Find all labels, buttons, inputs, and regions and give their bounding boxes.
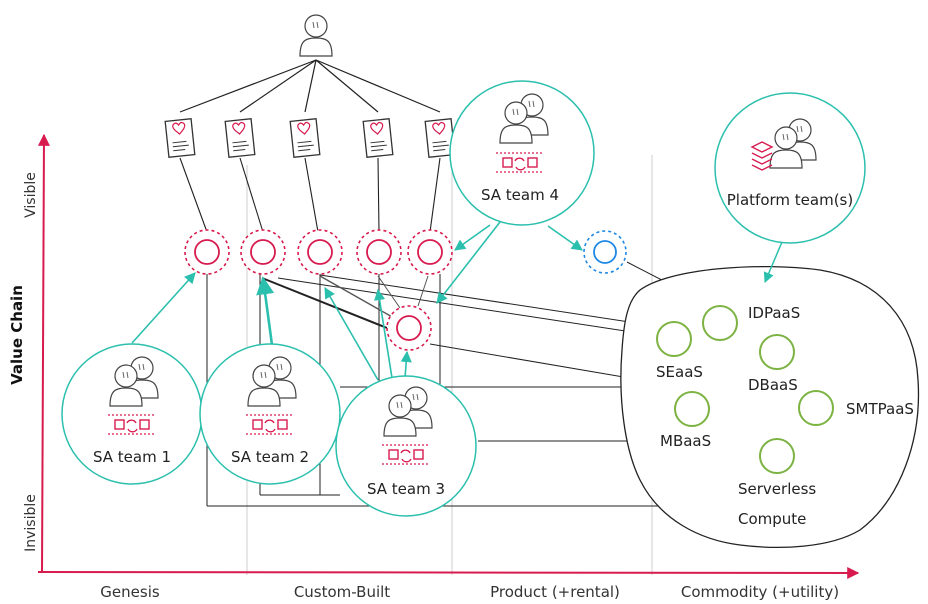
serverless-label: Serverless (738, 480, 816, 498)
platform-cloud (620, 265, 920, 548)
sa-team-4-label: SA team 4 (481, 186, 559, 204)
document-icon-1 (164, 118, 196, 158)
sa-team-1: SA team 1 (61, 343, 203, 485)
dbaas-node (759, 334, 795, 370)
x-axis (37, 566, 860, 579)
mbaas-label: MBaaS (660, 432, 711, 450)
dbaas-label: DBaaS (748, 376, 798, 394)
sa-team-3-label: SA team 3 (367, 480, 445, 498)
document-icon-4 (362, 118, 394, 158)
component-2 (240, 229, 286, 275)
customer-icon (299, 14, 333, 57)
smtpaas-node (798, 390, 834, 426)
platform-services (656, 305, 834, 474)
component-5 (407, 229, 453, 275)
sa-team-3: SA team 3 (335, 375, 477, 517)
seaas-node (656, 321, 692, 357)
component-shared (386, 305, 432, 351)
axes (37, 133, 860, 579)
axis-y-title: Value Chain (8, 285, 26, 385)
component-new (583, 230, 627, 274)
sa-team-2-label: SA team 2 (231, 448, 309, 466)
stage-custom-built: Custom-Built (294, 583, 390, 601)
smtpaas-label: SMTPaaS (846, 400, 914, 418)
components (184, 229, 627, 351)
sa-team-1-label: SA team 1 (93, 448, 171, 466)
seaas-label: SEaaS (656, 363, 703, 381)
sa-team-2: SA team 2 (199, 343, 341, 485)
document-icon-3 (289, 118, 321, 158)
doc-component-links (179, 157, 441, 233)
team-arrows (131, 221, 583, 381)
document-icon-2 (224, 118, 256, 158)
compute-label: Compute (738, 510, 806, 528)
sa-team-4: SA team 4 (449, 80, 595, 226)
stage-genesis: Genesis (100, 583, 160, 601)
serverless-node (759, 438, 795, 474)
component-1 (184, 229, 230, 275)
platform-team-icon (750, 118, 817, 171)
component-4 (356, 229, 402, 275)
axis-y-visible: Visible (23, 172, 39, 218)
stage-product: Product (+rental) (490, 583, 620, 601)
axis-y-invisible: Invisible (23, 494, 39, 552)
mbaas-node (674, 391, 710, 427)
idpaas-node (702, 305, 738, 341)
platform-team-label: Platform team(s) (727, 191, 853, 209)
y-axis (37, 133, 50, 574)
idpaas-label: IDPaaS (748, 304, 800, 322)
stage-commodity: Commodity (+utility) (681, 583, 839, 601)
component-3 (297, 229, 343, 275)
user-need-links (179, 59, 441, 113)
platform-arrow (763, 241, 783, 283)
